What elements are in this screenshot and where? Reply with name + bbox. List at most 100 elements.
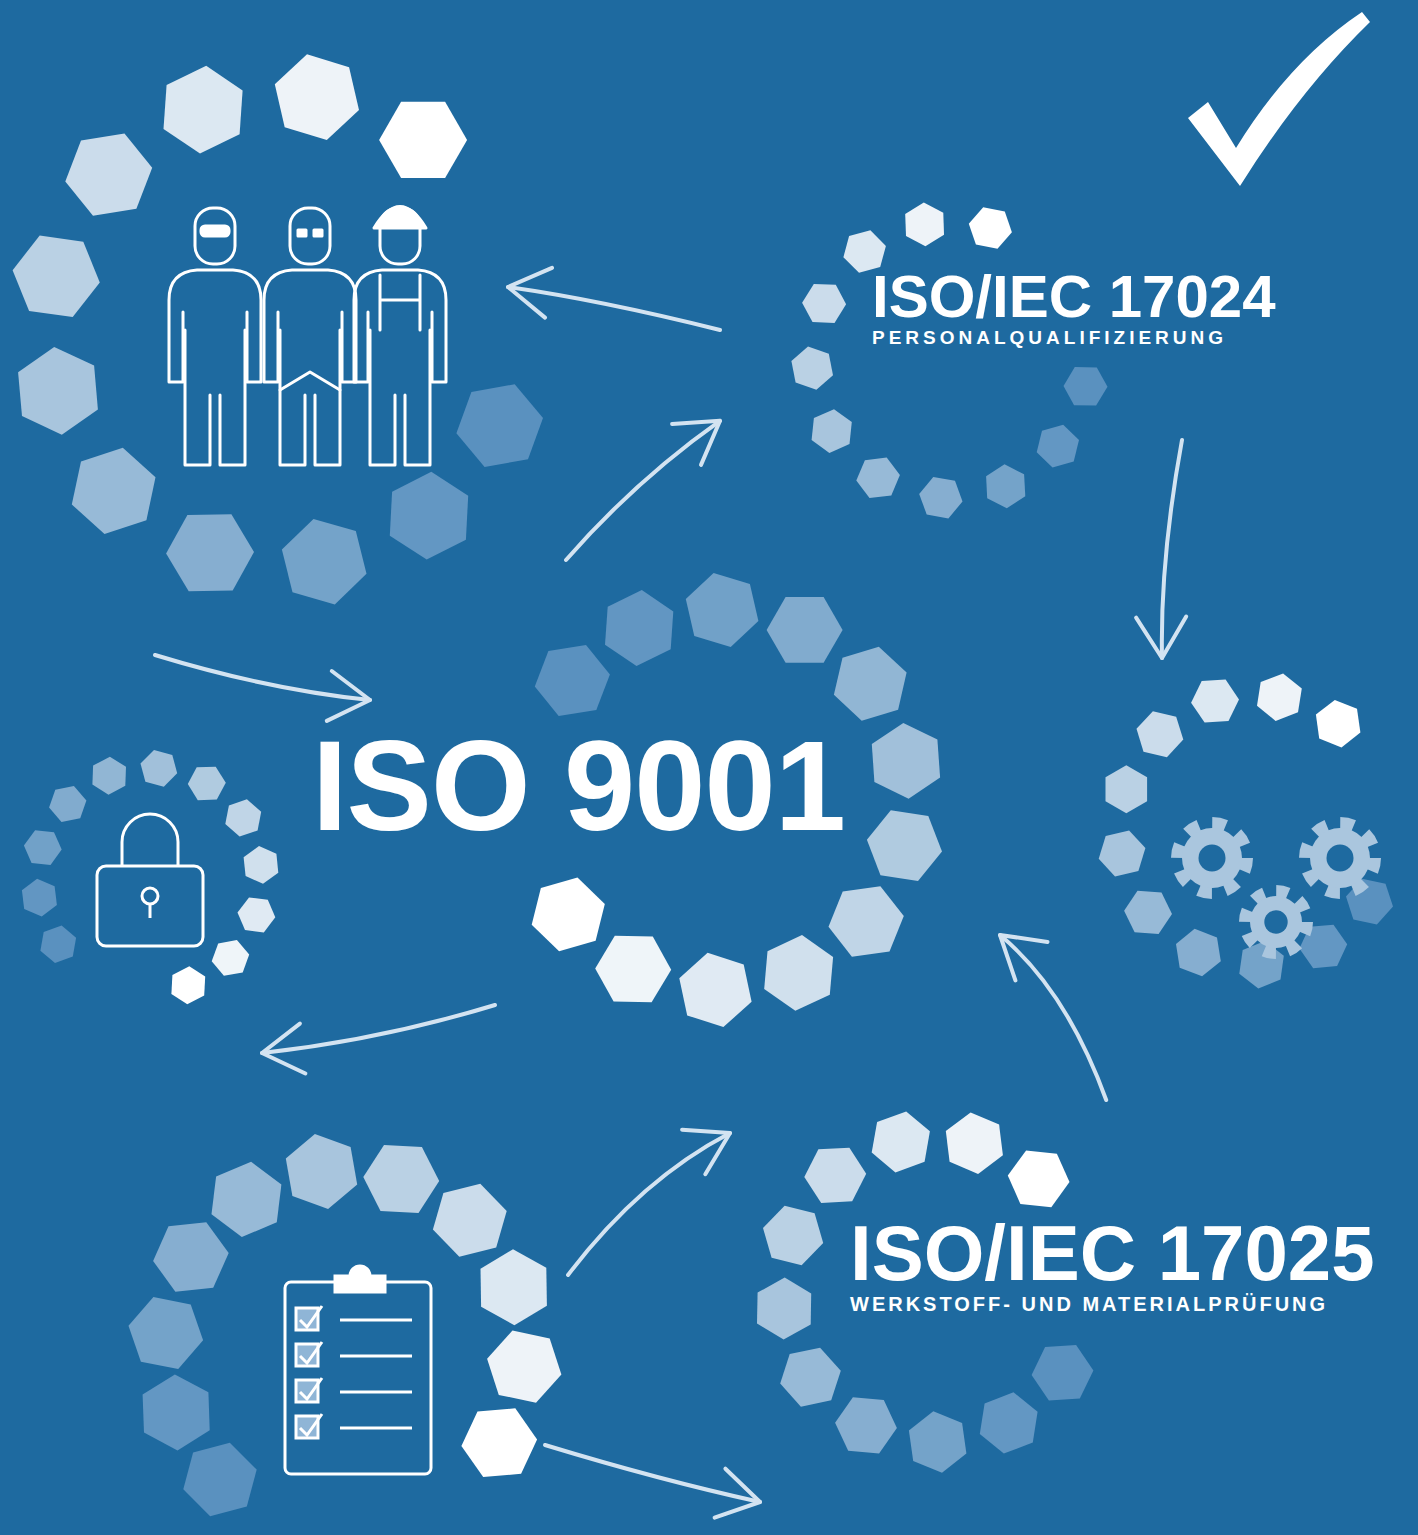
hexagon	[791, 347, 833, 390]
check	[300, 1414, 322, 1435]
hexagon	[1124, 891, 1172, 934]
hexagon	[49, 786, 86, 822]
gear-teeth	[1306, 824, 1374, 892]
hexagon	[1032, 1345, 1094, 1401]
eye	[298, 230, 306, 236]
hexagon	[804, 1148, 866, 1203]
hexagon	[905, 202, 944, 246]
hexagon	[829, 886, 904, 957]
hexagon	[238, 898, 276, 933]
flow-arrow-line	[568, 1133, 730, 1275]
hexagon	[188, 767, 226, 801]
head	[195, 208, 235, 264]
text-stack: ISO/IEC 17025WERKSTOFF- UND MATERIALPRÜF…	[850, 1214, 1375, 1316]
hexagon	[13, 236, 100, 318]
check	[300, 1378, 322, 1399]
flow-arrow	[568, 1130, 730, 1275]
hexagon	[1008, 1151, 1070, 1208]
hexagon	[171, 966, 205, 1004]
hexagon	[487, 1331, 561, 1403]
connector-head	[672, 421, 720, 465]
hexagon	[679, 953, 751, 1027]
hexagon	[835, 1397, 897, 1453]
flow-arrow	[1136, 440, 1186, 658]
legs	[280, 330, 340, 465]
hexagon	[72, 448, 156, 534]
legs	[370, 330, 430, 465]
hexagon	[390, 472, 468, 560]
hexagon	[946, 1112, 1003, 1174]
gear-hole	[1327, 845, 1354, 872]
list-line	[340, 1427, 412, 1430]
checkmark	[1188, 12, 1370, 186]
hexagon	[1137, 711, 1184, 757]
standard-subtitle: PERSONALQUALIFIZIERUNG	[872, 327, 1276, 350]
hexagon	[763, 1206, 823, 1266]
hexagon	[764, 935, 833, 1011]
hexagon	[379, 102, 467, 178]
hexagon	[605, 590, 673, 666]
hexagon	[1257, 674, 1302, 721]
gear-icon	[1178, 824, 1246, 892]
flow-arrow	[262, 1005, 495, 1074]
person-icon	[354, 207, 446, 466]
hexagon	[141, 750, 178, 787]
gear-icon	[1306, 824, 1374, 892]
hexagon	[40, 926, 76, 964]
hexagon	[980, 1392, 1038, 1453]
lock-shackle	[122, 814, 178, 866]
standard-name: ISO/IEC 17025	[850, 1214, 1375, 1292]
hexagon	[153, 1222, 229, 1291]
gear-teeth	[1246, 892, 1306, 952]
flow-arrow-head	[715, 1469, 760, 1518]
person-icon	[169, 208, 261, 465]
hexagon	[166, 514, 254, 591]
body	[169, 270, 261, 382]
list-line	[340, 1319, 412, 1322]
hexagon	[282, 519, 367, 604]
list-line	[340, 1391, 412, 1394]
flow-arrow-line	[508, 287, 720, 330]
gear-icon	[1246, 892, 1306, 952]
hexagon	[24, 830, 62, 865]
person-icon	[264, 208, 356, 465]
standard-subtitle: WERKSTOFF- UND MATERIALPRÜFUNG	[850, 1292, 1375, 1316]
clipboard-clip	[335, 1266, 385, 1292]
standard-ring: ISO/IEC 17025WERKSTOFF- UND MATERIALPRÜF…	[730, 1100, 1414, 1530]
flow-arrow-head	[327, 671, 370, 721]
hexagon	[183, 1443, 256, 1516]
hexagon	[1064, 367, 1108, 406]
hexagon	[143, 1375, 210, 1451]
connector	[1000, 935, 1106, 1100]
hexagon	[225, 799, 261, 836]
hexagon	[1239, 941, 1284, 989]
hexagon	[1099, 831, 1146, 877]
goggles	[201, 226, 229, 236]
standard-ring: ISO/IEC 17024PERSONALQUALIFIZIERUNG	[720, 200, 1310, 520]
hexagon	[481, 1249, 547, 1325]
gear-hole	[1264, 910, 1287, 933]
lock-body	[97, 866, 203, 946]
hexagon	[802, 284, 846, 323]
standard-name: ISO 9001	[312, 722, 845, 850]
hexagon	[129, 1297, 204, 1369]
head	[290, 208, 330, 264]
hexagon	[767, 597, 843, 663]
connector-line	[1000, 935, 1106, 1100]
check	[300, 1342, 322, 1363]
gear-hole	[1199, 845, 1226, 872]
lock-icon	[97, 814, 203, 946]
hexagon	[1176, 929, 1221, 977]
standard-ring: ISO 9001	[300, 560, 1000, 1060]
keyhole	[142, 888, 158, 904]
clipboard-board	[285, 1282, 431, 1474]
clipboard-icon	[285, 1266, 431, 1474]
hexagon	[1037, 425, 1079, 468]
legs	[185, 330, 245, 465]
gear-body	[1250, 896, 1302, 948]
gear-body	[1182, 828, 1242, 888]
connector-head	[1000, 935, 1048, 980]
hexagon	[461, 1408, 537, 1477]
hexagon	[969, 207, 1012, 249]
hexagon	[909, 1411, 967, 1472]
